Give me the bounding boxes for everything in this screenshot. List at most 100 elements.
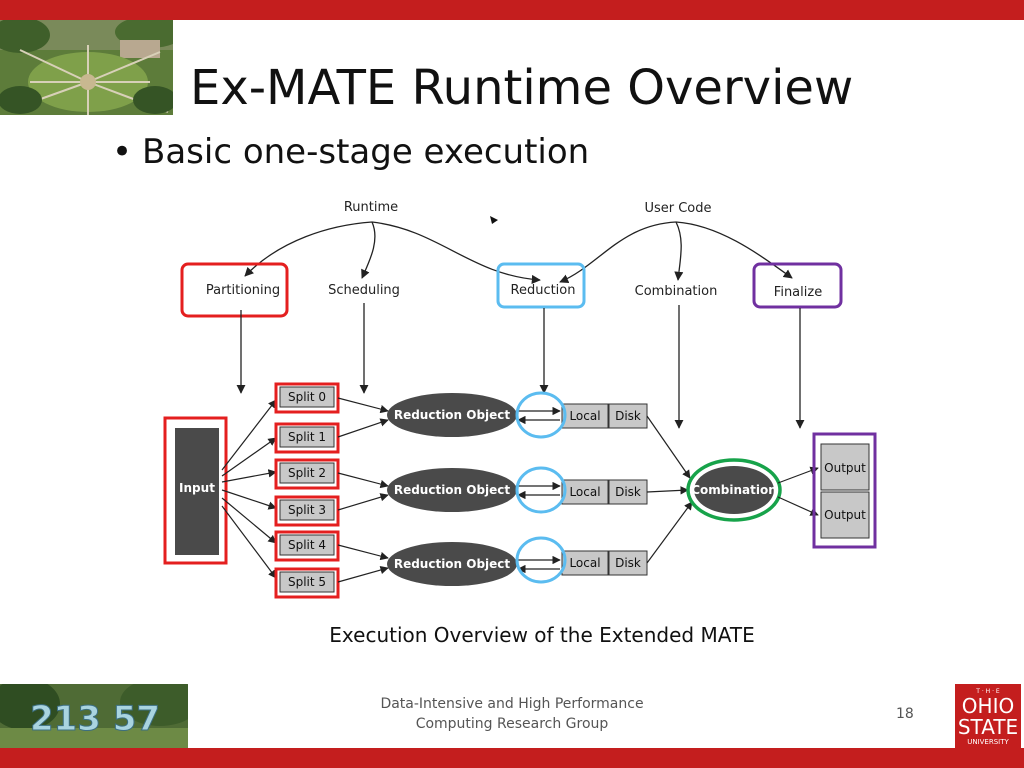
figure-caption: Execution Overview of the Extended MATE: [329, 623, 755, 647]
reduction-object-node: [387, 542, 517, 586]
user-code-label: User Code: [644, 201, 711, 216]
storage-group: Local Disk Local Disk Local Disk: [561, 403, 648, 576]
osu-logo-university: UNIVERSITY: [967, 738, 1009, 746]
split-label: Split 1: [288, 430, 326, 444]
campus-photo: [0, 20, 173, 115]
osu-logo-state: STATE: [958, 715, 1018, 739]
bullet-dot: •: [112, 132, 133, 172]
local-label: Local: [569, 409, 600, 423]
bullet-text: Basic one-stage execution: [142, 132, 590, 172]
stage-combination: Combination: [635, 284, 718, 299]
slide-title: Ex-MATE Runtime Overview: [190, 60, 854, 116]
input-label: Input: [179, 481, 215, 495]
split-label: Split 0: [288, 390, 326, 404]
disk-label: Disk: [615, 485, 641, 499]
input-split4-arrow: [221, 497, 277, 544]
pointer-mark: [490, 216, 498, 224]
stage-partitioning: Partitioning: [206, 283, 280, 298]
usercode-to-combination-arrow: [674, 221, 684, 281]
reduction-object-label: Reduction Object: [394, 408, 511, 422]
reduction-object-node: [387, 468, 517, 512]
local-box: [561, 479, 609, 505]
split4-ro3-arrow: [337, 544, 389, 561]
stage-scheduling: Scheduling: [328, 283, 400, 298]
split-box: [279, 426, 335, 448]
output-box: [820, 443, 870, 491]
page-number: 18: [896, 706, 914, 722]
split-label: Split 2: [288, 466, 326, 480]
output-highlight: [812, 432, 877, 549]
reduction-object-label: Reduction Object: [394, 483, 511, 497]
reduction-object-label: Reduction Object: [394, 557, 511, 571]
split2-ro2-arrow: [337, 472, 389, 489]
disk-box: [608, 550, 648, 576]
split-label: Split 4: [288, 538, 326, 552]
split-highlight: [274, 530, 340, 562]
disk-label: Disk: [615, 556, 641, 570]
combination-output1-arrow: [777, 466, 819, 484]
split-highlight: [274, 422, 340, 454]
combination-node: [694, 466, 774, 514]
input-node: [175, 428, 219, 555]
split-label: Split 5: [288, 575, 326, 589]
disk3-to-combination-arrow: [646, 501, 693, 564]
reduction-highlight: [496, 262, 586, 309]
split-highlight: [274, 495, 340, 527]
footer-group-name: Data-Intensive and High Performance Comp…: [362, 694, 662, 734]
disk-box: [608, 403, 648, 429]
reduction-object-node: [387, 393, 517, 437]
usercode-to-finalize-arrow: [675, 221, 793, 279]
stage-reduction: Reduction: [511, 283, 576, 298]
split1-ro1-arrow: [337, 418, 389, 438]
output-box: [820, 491, 870, 539]
footer-group-line2: Computing Research Group: [415, 716, 609, 732]
osu-logo-the: T · H · E: [975, 688, 1000, 695]
footer-logo-photo: 213 57: [0, 684, 188, 748]
osu-logo-ohio: OHIO: [962, 694, 1014, 718]
input-split2-arrow: [221, 469, 277, 483]
split3-ro2-arrow: [337, 493, 389, 511]
split-box: [279, 499, 335, 521]
disk-label: Disk: [615, 409, 641, 423]
exchange-highlight: [515, 466, 567, 514]
runtime-label: Runtime: [344, 200, 398, 215]
input-highlight: [163, 416, 228, 565]
local-label: Local: [569, 556, 600, 570]
runtime-to-partitioning-arrow: [244, 221, 373, 277]
input-split5-arrow: [221, 505, 277, 579]
output-label: Output: [824, 508, 866, 522]
disk-box: [608, 479, 648, 505]
combination-output2-arrow: [777, 496, 819, 516]
usercode-to-reduction-arrow: [559, 221, 677, 283]
input-split1-arrow: [221, 437, 277, 477]
split0-ro1-arrow: [337, 397, 389, 414]
output-label: Output: [824, 461, 866, 475]
input-split0-arrow: [221, 399, 277, 471]
osu-logo: T · H · E OHIO STATE UNIVERSITY: [955, 684, 1021, 748]
local-box: [561, 403, 609, 429]
input-split3-arrow: [221, 489, 277, 510]
combination-node-label: Combination: [691, 483, 777, 497]
split-box: [279, 571, 335, 593]
split-box: [279, 462, 335, 484]
disk1-to-combination-arrow: [646, 415, 691, 479]
footer-group-line1: Data-Intensive and High Performance: [380, 696, 644, 712]
exchange-highlight: [515, 536, 567, 584]
split-box: [279, 386, 335, 408]
combination-highlight: [686, 458, 782, 522]
disk2-to-combination-arrow: [646, 486, 689, 495]
exchange-highlight: [515, 391, 567, 439]
finalize-highlight: [752, 262, 843, 309]
split-highlight: [274, 567, 340, 599]
local-label: Local: [569, 485, 600, 499]
bottom-bar: [0, 748, 1024, 768]
partitioning-highlight: [180, 262, 289, 318]
top-bar: [0, 0, 1024, 20]
footer-logo-text: 213 57: [30, 699, 160, 739]
split-highlight: [274, 458, 340, 490]
split-label: Split 3: [288, 503, 326, 517]
bullet-item: •Basic one-stage execution: [112, 130, 589, 174]
split-box: [279, 534, 335, 556]
stage-finalize: Finalize: [774, 285, 822, 300]
